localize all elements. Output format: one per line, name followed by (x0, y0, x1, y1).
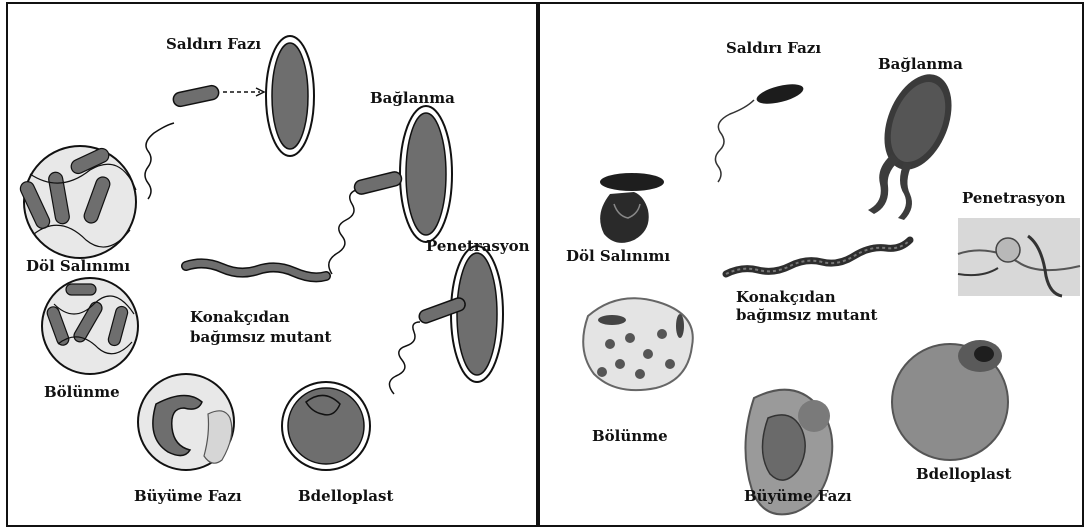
penetration-label: Penetrasyon (962, 190, 1066, 207)
micrograph-panel: Saldırı Fazı Bağlanma Penetrasyon Döl Sa… (538, 2, 1084, 527)
bdelloplast-label: Bdelloplast (916, 466, 1011, 483)
progeny-release-label: Döl Salınımı (566, 248, 670, 265)
attachment-label: Bağlanma (878, 56, 963, 73)
bdelloplast-label: Bdelloplast (298, 488, 393, 505)
host-independent-label-line1: Konakçıdan (190, 309, 290, 326)
division-micrograph (583, 298, 693, 390)
host-independent-label-line2: bağımsız mutant (190, 329, 331, 346)
attachment-label: Bağlanma (370, 90, 455, 107)
attack-phase-micrograph (715, 80, 805, 182)
attachment-micrograph (868, 64, 965, 220)
attack-predator-cell (145, 84, 264, 199)
attack-phase-label: Saldırı Fazı (166, 36, 261, 53)
bdelloplast-stage (282, 382, 370, 470)
attack-phase-label: Saldırı Fazı (726, 40, 821, 57)
growth-phase-label: Büyüme Fazı (744, 488, 852, 505)
progeny-release-micrograph (600, 173, 664, 243)
division-label: Bölünme (592, 428, 668, 445)
host-independent-label-line2: bağımsız mutant (736, 307, 877, 324)
bdelloplast-micrograph (892, 340, 1008, 460)
penetration-stage (389, 246, 503, 394)
progeny-release-stage (18, 146, 136, 258)
penetration-micrograph (958, 218, 1080, 296)
host-independent-micrograph (726, 240, 910, 274)
schematic-panel: Saldırı Fazı Bağlanma Penetrasyon Döl Sa… (6, 2, 538, 527)
progeny-release-label: Döl Salınımı (26, 258, 130, 275)
host-independent-label-line1: Konakçıdan (736, 289, 836, 306)
penetration-label: Penetrasyon (426, 238, 530, 255)
division-label: Bölünme (44, 384, 120, 401)
host-independent-mutant-cell (186, 263, 326, 277)
division-stage (42, 278, 138, 374)
attack-host-cell (266, 36, 314, 156)
growth-phase-stage (138, 374, 234, 470)
growth-phase-label: Büyüme Fazı (134, 488, 242, 505)
